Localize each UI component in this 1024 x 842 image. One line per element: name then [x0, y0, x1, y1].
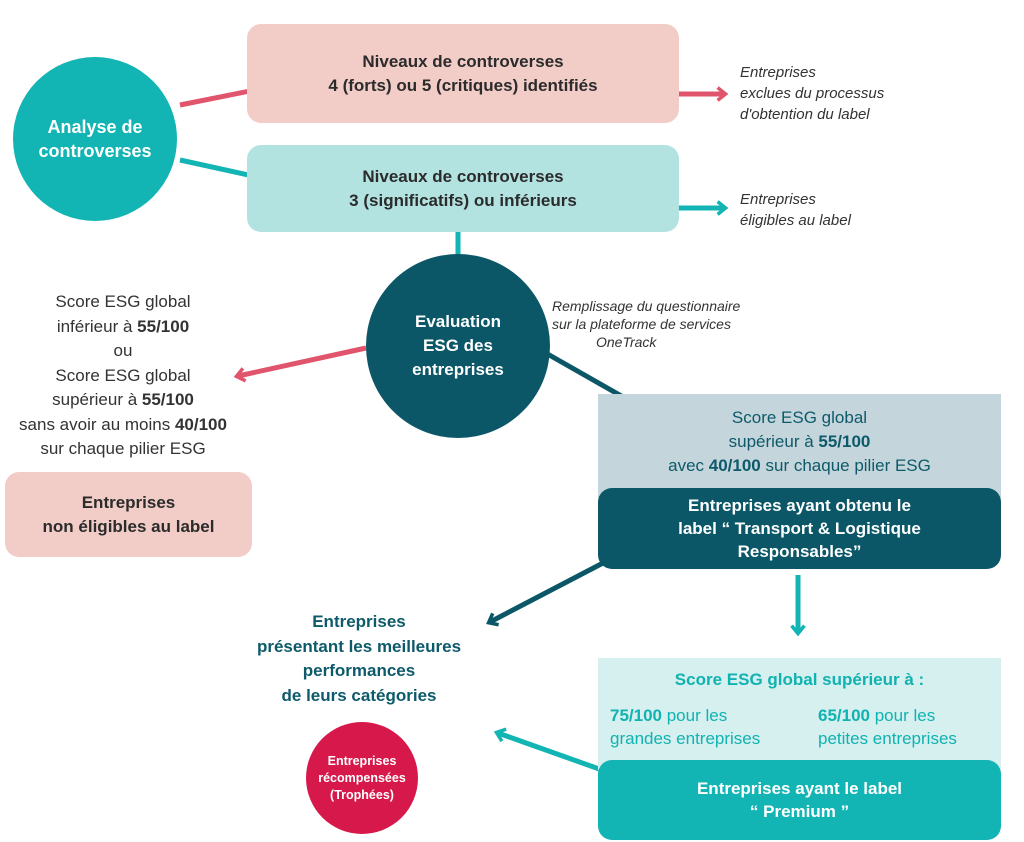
- left-criteria-l5a: supérieur à: [52, 390, 142, 409]
- best-perf-line4: de leurs catégories: [281, 685, 437, 705]
- note-exclues-line2: exclues du processus: [740, 85, 885, 102]
- premium-left-a: 75/100: [610, 706, 662, 725]
- non-eligibles-line1: Entreprises: [81, 492, 176, 512]
- best-perf-line2: présentant les meilleures: [256, 636, 462, 656]
- premium-left-b: pour les: [662, 706, 728, 725]
- gray-criteria-l3c: sur chaque pilier ESG: [760, 456, 931, 475]
- best-perf-line1: Entreprises: [312, 612, 406, 631]
- arrow-premium-to-best-perf: [493, 727, 603, 773]
- label-box-line3: Responsables”: [737, 542, 862, 561]
- premium-criteria-left: 75/100 pour les grandes entreprises: [610, 704, 800, 750]
- analyse-line2: controverses: [38, 141, 152, 161]
- best-performance-text: Entreprises présentant les meilleures pe…: [240, 610, 478, 708]
- box-significatifs-line1: Niveaux de controverses: [362, 166, 564, 186]
- gray-criteria-l1: Score ESG global: [731, 408, 868, 427]
- premium-left-line1: 75/100 pour les: [610, 704, 800, 727]
- evaluation-esg-circle: Evaluation ESG des entreprises: [366, 254, 550, 438]
- evaluation-line3: entreprises: [412, 360, 504, 379]
- left-criteria-l3: ou: [113, 341, 133, 360]
- label-box-line2: label “ Transport & Logistique: [678, 519, 921, 538]
- premium-right-line1: 65/100 pour les: [818, 704, 998, 727]
- gray-criteria-l3: avec 40/100 sur chaque pilier ESG: [668, 454, 931, 478]
- left-criteria-l6b: 40/100: [174, 414, 227, 434]
- premium-box-line1: Entreprises ayant le label: [696, 779, 903, 798]
- box-gray-criteria: Score ESG global supérieur à 55/100 avec…: [598, 394, 1001, 498]
- premium-right-b: pour les: [870, 706, 936, 725]
- evaluation-line1: Evaluation: [415, 312, 501, 331]
- trophees-line1: Entreprises: [327, 753, 397, 768]
- box-controverses-significatifs: Niveaux de controverses 3 (significatifs…: [247, 145, 679, 232]
- note-questionnaire-line3: OneTrack: [596, 334, 657, 350]
- box-non-eligibles: Entreprises non éligibles au label: [5, 472, 252, 557]
- evaluation-line2: ESG des: [423, 336, 493, 355]
- left-criteria-l4: Score ESG global: [55, 365, 191, 385]
- box-significatifs-line2: 3 (significatifs) ou inférieurs: [349, 190, 577, 210]
- left-criteria-l6a: sans avoir au moins: [19, 414, 175, 434]
- trophees-line3: (Trophées): [330, 787, 394, 802]
- note-questionnaire: Remplissage du questionnaire sur la plat…: [552, 297, 782, 351]
- arrow-label-to-best-perf: [486, 560, 605, 627]
- premium-left-line2: grandes entreprises: [610, 729, 761, 748]
- note-exclues-line3: d'obtention du label: [740, 106, 870, 123]
- non-eligibles-line2: non éligibles au label: [42, 516, 215, 536]
- analyse-controverses-circle: Analyse de controverses: [13, 57, 177, 221]
- gray-criteria-l3b: 40/100: [708, 456, 761, 475]
- box-forts-line2: 4 (forts) ou 5 (critiques) identifiés: [328, 75, 598, 95]
- note-exclues-line1: Entreprises: [740, 64, 816, 81]
- box-premium-label: Entreprises ayant le label “ Premium ”: [598, 760, 1001, 840]
- arrow-evaluation-to-left-criteria: [233, 345, 367, 383]
- gray-criteria-l3a: avec: [668, 456, 709, 475]
- left-criteria-l2a: inférieur à: [56, 316, 138, 336]
- trophees-circle: Entreprises récompensées (Trophées): [306, 722, 418, 834]
- note-exclues: Entreprises exclues du processus d'obten…: [740, 62, 940, 125]
- best-perf-line3: performances: [302, 661, 416, 680]
- box-controverses-forts: Niveaux de controverses 4 (forts) ou 5 (…: [247, 24, 679, 123]
- gray-criteria-l2b: 55/100: [818, 432, 871, 451]
- left-criteria-l7: sur chaque pilier ESG: [40, 439, 206, 458]
- left-criteria-l5b: 55/100: [141, 390, 194, 409]
- box-premium-criteria: Score ESG global supérieur à : 75/100 po…: [598, 658, 1001, 770]
- label-box-line1: Entreprises ayant obtenu le: [688, 496, 911, 515]
- note-questionnaire-line1: Remplissage du questionnaire: [552, 298, 741, 314]
- note-eligibles-line2: éligibles au label: [740, 212, 851, 229]
- premium-criteria-title: Score ESG global supérieur à :: [674, 670, 925, 689]
- note-questionnaire-line2: sur la plateforme de services: [552, 316, 731, 332]
- left-criteria-l2: inférieur à 55/100: [57, 315, 189, 340]
- left-criteria-l1: Score ESG global: [55, 292, 191, 311]
- left-criteria-l5: supérieur à 55/100: [52, 388, 194, 413]
- trophees-line2: récompensées: [318, 770, 406, 785]
- note-eligibles: Entreprises éligibles au label: [740, 189, 940, 231]
- premium-right-line2: petites entreprises: [818, 729, 957, 748]
- analyse-line1: Analyse de: [47, 117, 143, 137]
- box-forts-line1: Niveaux de controverses: [362, 51, 564, 71]
- premium-right-a: 65/100: [818, 706, 870, 725]
- premium-box-line2: “ Premium ”: [749, 802, 850, 821]
- left-criteria-l6: sans avoir au moins 40/100: [19, 413, 227, 438]
- left-criteria-l2b: 55/100: [137, 316, 190, 336]
- left-criteria-text: Score ESG global inférieur à 55/100 ou S…: [0, 290, 246, 462]
- gray-criteria-l2: supérieur à 55/100: [729, 430, 871, 454]
- note-eligibles-line1: Entreprises: [740, 191, 816, 208]
- premium-criteria-right: 65/100 pour les petites entreprises: [818, 704, 998, 750]
- box-label-obtenu: Entreprises ayant obtenu le label “ Tran…: [598, 488, 1001, 569]
- gray-criteria-l2a: supérieur à: [728, 432, 819, 451]
